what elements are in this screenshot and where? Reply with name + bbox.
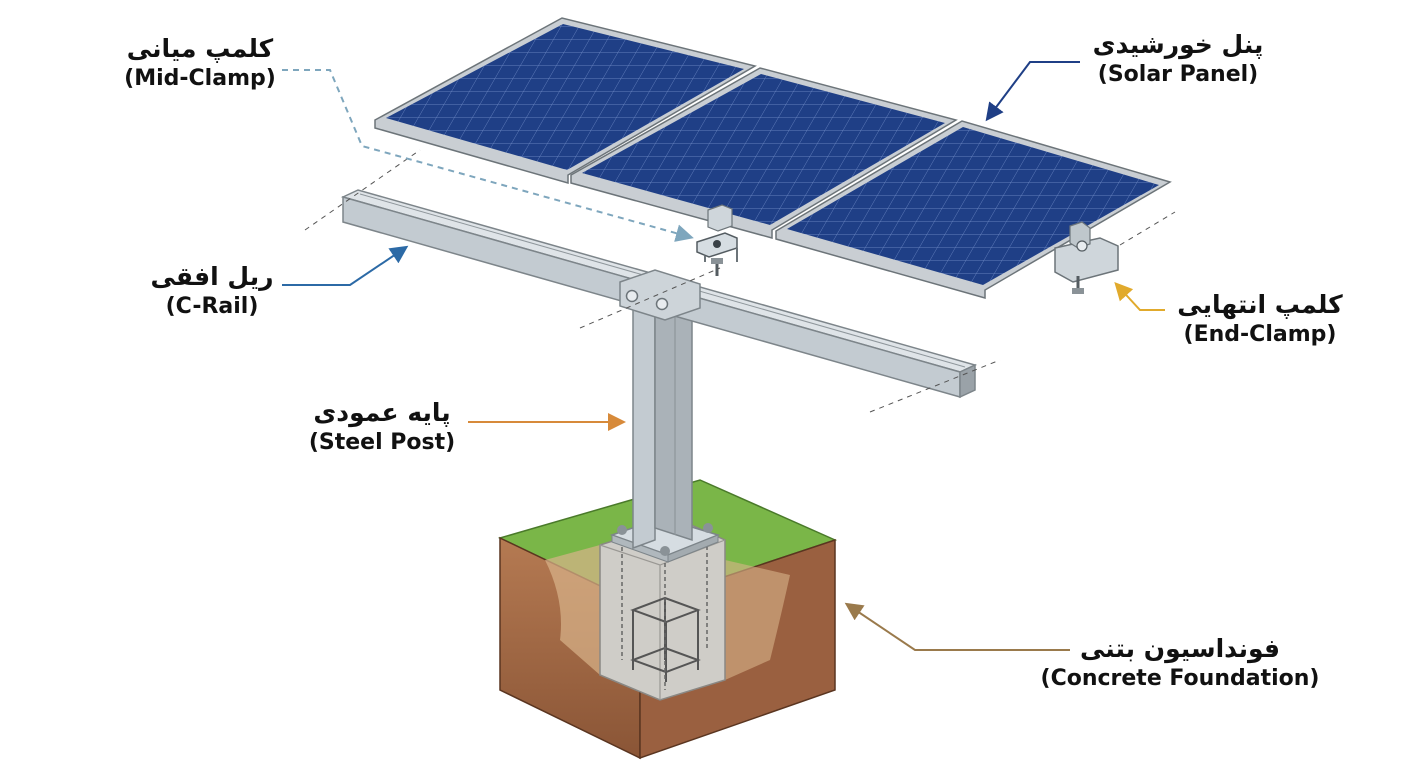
label-c-rail-fa: ریل افقی bbox=[150, 262, 274, 291]
label-steel-post-en: (Steel Post) bbox=[308, 430, 456, 455]
label-mid-clamp-en: (Mid-Clamp) bbox=[124, 66, 276, 91]
label-foundation: فونداسیون بتنی (Concrete Foundation) bbox=[1030, 634, 1330, 692]
end-clamp bbox=[1054, 221, 1119, 294]
solar-panel-1 bbox=[374, 17, 757, 184]
c-rail-arrow bbox=[282, 245, 409, 286]
label-end-clamp: کلمپ انتهایی (End-Clamp) bbox=[1160, 290, 1360, 348]
solar-panel-arrow bbox=[985, 61, 1080, 122]
label-solar-panel-fa: پنل خورشیدی bbox=[1092, 30, 1264, 59]
label-end-clamp-fa: کلمپ انتهایی bbox=[1177, 290, 1343, 319]
label-c-rail-en: (C-Rail) bbox=[165, 294, 259, 319]
label-mid-clamp: کلمپ میانی (Mid-Clamp) bbox=[100, 34, 300, 92]
label-mid-clamp-fa: کلمپ میانی bbox=[126, 34, 274, 63]
label-solar-panel-en: (Solar Panel) bbox=[1097, 62, 1259, 87]
post-bracket bbox=[619, 269, 701, 321]
solar-panel-2 bbox=[570, 67, 958, 239]
label-steel-post: پایه عمودی (Steel Post) bbox=[282, 398, 482, 456]
solar-panel-3 bbox=[775, 120, 1172, 299]
steel-post bbox=[632, 300, 693, 550]
label-steel-post-fa: پایه عمودی bbox=[313, 398, 451, 427]
foundation-block bbox=[497, 479, 838, 760]
label-c-rail: ریل افقی (C-Rail) bbox=[112, 262, 312, 320]
mid-clamp-arrow bbox=[282, 69, 694, 242]
label-foundation-en: (Concrete Foundation) bbox=[1040, 666, 1320, 691]
label-end-clamp-en: (End-Clamp) bbox=[1183, 322, 1337, 347]
leader-arrows bbox=[282, 61, 1165, 651]
anchor-bolts bbox=[621, 532, 708, 690]
solar-panels bbox=[374, 17, 1172, 299]
label-solar-panel: پنل خورشیدی (Solar Panel) bbox=[1078, 30, 1278, 88]
foundation-arrow bbox=[844, 602, 1070, 651]
end-clamp-arrow bbox=[1114, 282, 1165, 311]
mid-clamp bbox=[696, 204, 738, 276]
label-foundation-fa: فونداسیون بتنی bbox=[1079, 634, 1281, 663]
guide-lines bbox=[304, 149, 1176, 413]
